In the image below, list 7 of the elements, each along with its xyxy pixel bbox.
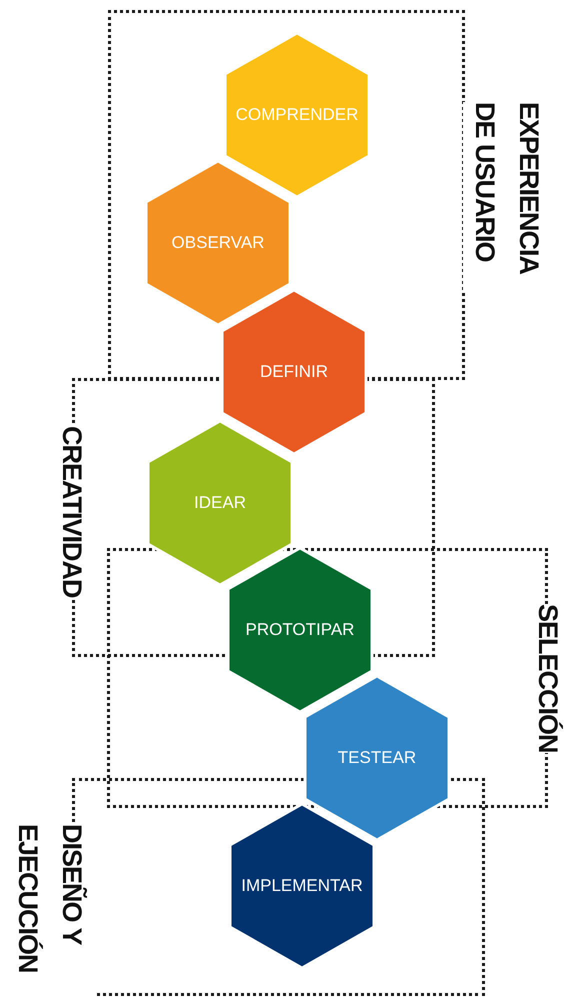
step-label: COMPRENDER [236,105,358,125]
step-label: IDEAR [194,493,246,513]
step-label: TESTEAR [338,748,416,768]
step-label: IMPLEMENTAR [241,876,363,896]
step-label: OBSERVAR [172,233,264,253]
step-label: PROTOTIPAR [246,620,354,640]
step-label: DEFINIR [260,362,328,382]
